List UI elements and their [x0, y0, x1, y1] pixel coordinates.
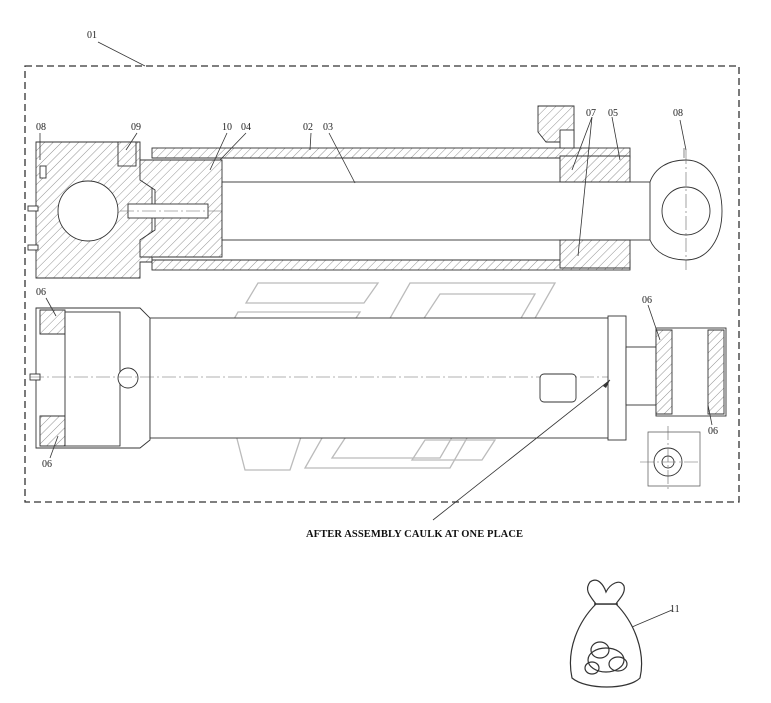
grease-nipple-left-a: [39, 165, 47, 179]
callout-04: 04: [241, 122, 251, 133]
rod-port-outline: [539, 373, 577, 403]
gland-top: [559, 155, 631, 183]
barrel-bot-wall: [151, 259, 631, 271]
cap-grease-fitting: [117, 367, 139, 389]
bushing-right-left: [655, 329, 673, 415]
callout-08-left: 08: [36, 122, 46, 133]
caulk-arrowhead: [603, 380, 610, 388]
assembly-boundary: [24, 65, 740, 503]
callout-09: 09: [131, 122, 141, 133]
rod-port-nipple: [559, 129, 575, 149]
bushing-left-top: [39, 309, 66, 335]
leader-lines: [39, 41, 713, 631]
piston-rod: [221, 181, 659, 241]
parts-bag-icon: [569, 579, 643, 688]
cylinder-outline-view: [29, 307, 727, 492]
callout-06-bottom-left: 06: [42, 459, 52, 470]
callout-01: 01: [87, 30, 97, 41]
callout-05: 05: [608, 108, 618, 119]
detail-view-outline: [647, 431, 701, 487]
callout-06-top-left: 06: [36, 287, 46, 298]
rod-outline: [625, 346, 657, 406]
callout-06-right-bottom: 06: [708, 426, 718, 437]
bushing-right-right: [707, 329, 725, 415]
assembly-note: AFTER ASSEMBLY CAULK AT ONE PLACE: [306, 529, 523, 540]
cap-pin-bore: [57, 180, 119, 242]
callout-11: 11: [670, 604, 680, 615]
bushing-left-bot: [39, 415, 66, 447]
grease-nipple-left-bot: [27, 244, 39, 251]
callout-10: 10: [222, 122, 232, 133]
gland-outline: [607, 315, 627, 441]
grease-nipple-left-top: [27, 205, 39, 212]
port-fitting: [117, 141, 137, 167]
callout-07: 07: [586, 108, 596, 119]
cylinder-section-view: [27, 105, 723, 279]
barrel-outline: [149, 317, 611, 439]
cap-boss: [64, 311, 121, 447]
gland-bot: [559, 239, 631, 269]
callout-03: 03: [323, 122, 333, 133]
callout-02: 02: [303, 122, 313, 133]
callout-06-right: 06: [642, 295, 652, 306]
callout-08-right: 08: [673, 108, 683, 119]
